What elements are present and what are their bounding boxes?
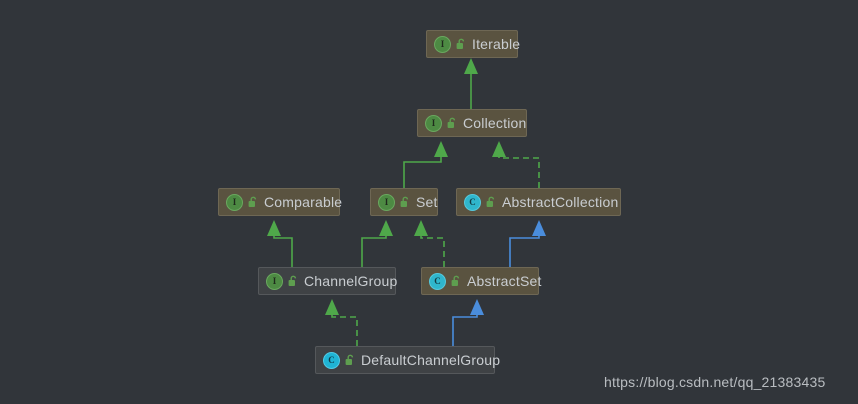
arrowhead-defaultchannelgroup-to-channelgroup — [325, 299, 339, 315]
public-lock-icon — [248, 196, 259, 208]
class-node-label: Comparable — [264, 194, 343, 210]
class-node-label: Iterable — [472, 36, 521, 52]
class-c-icon-bright: C — [323, 351, 340, 369]
public-lock-icon — [345, 354, 356, 366]
class-node-collection[interactable]: I Collection — [417, 109, 527, 137]
edge-channelgroup-to-comparable — [273, 224, 293, 267]
interface-i-icon: I — [266, 272, 283, 290]
class-node-channelgroup[interactable]: I ChannelGroup — [258, 267, 398, 295]
class-node-comparable[interactable]: I Comparable — [218, 188, 343, 216]
class-node-label: Collection — [463, 115, 527, 131]
class-node-label: ChannelGroup — [304, 273, 398, 289]
edge-abstractset-to-abstractcollection — [509, 224, 540, 267]
public-lock-icon — [456, 38, 467, 50]
class-node-label: DefaultChannelGroup — [361, 352, 501, 368]
arrowhead-abstractset-to-set — [414, 220, 428, 236]
arrowhead-channelgroup-to-set — [379, 220, 393, 236]
public-lock-icon — [447, 117, 458, 129]
watermark-text: https://blog.csdn.net/qq_21383435 — [604, 374, 826, 390]
class-node-iterable[interactable]: I Iterable — [426, 30, 521, 58]
edge-abstractset-to-set — [420, 224, 445, 267]
public-lock-icon — [288, 275, 299, 287]
class-node-label: AbstractSet — [467, 273, 542, 289]
class-node-label: AbstractCollection — [502, 194, 619, 210]
class-c-icon: C — [429, 272, 446, 290]
arrowhead-channelgroup-to-comparable — [267, 220, 281, 236]
edge-abstractcollection-to-collection — [498, 145, 540, 188]
class-node-abstractcollection[interactable]: C AbstractCollection — [456, 188, 621, 216]
public-lock-icon — [451, 275, 462, 287]
interface-i-icon: I — [425, 114, 442, 132]
class-node-label: Set — [416, 194, 438, 210]
edge-set-to-collection — [403, 145, 442, 188]
arrowhead-abstractcollection-to-collection — [492, 141, 506, 157]
public-lock-icon — [486, 196, 497, 208]
public-lock-icon — [400, 196, 411, 208]
class-c-icon: C — [464, 193, 481, 211]
arrowhead-defaultchannelgroup-to-abstractset — [470, 299, 484, 315]
edge-channelgroup-to-set — [361, 224, 387, 267]
class-node-defaultchannelgroup[interactable]: C DefaultChannelGroup — [315, 346, 500, 374]
arrowhead-collection-to-iterable — [464, 58, 478, 74]
arrowhead-abstractset-to-abstractcollection — [532, 220, 546, 236]
arrowhead-set-to-collection — [434, 141, 448, 157]
interface-i-icon: I — [434, 35, 451, 53]
class-node-abstractset[interactable]: C AbstractSet — [421, 267, 542, 295]
edge-defaultchannelgroup-to-abstractset — [452, 303, 478, 346]
class-node-set[interactable]: I Set — [370, 188, 438, 216]
interface-i-icon: I — [226, 193, 243, 211]
interface-i-icon: I — [378, 193, 395, 211]
edge-defaultchannelgroup-to-channelgroup — [331, 303, 358, 346]
